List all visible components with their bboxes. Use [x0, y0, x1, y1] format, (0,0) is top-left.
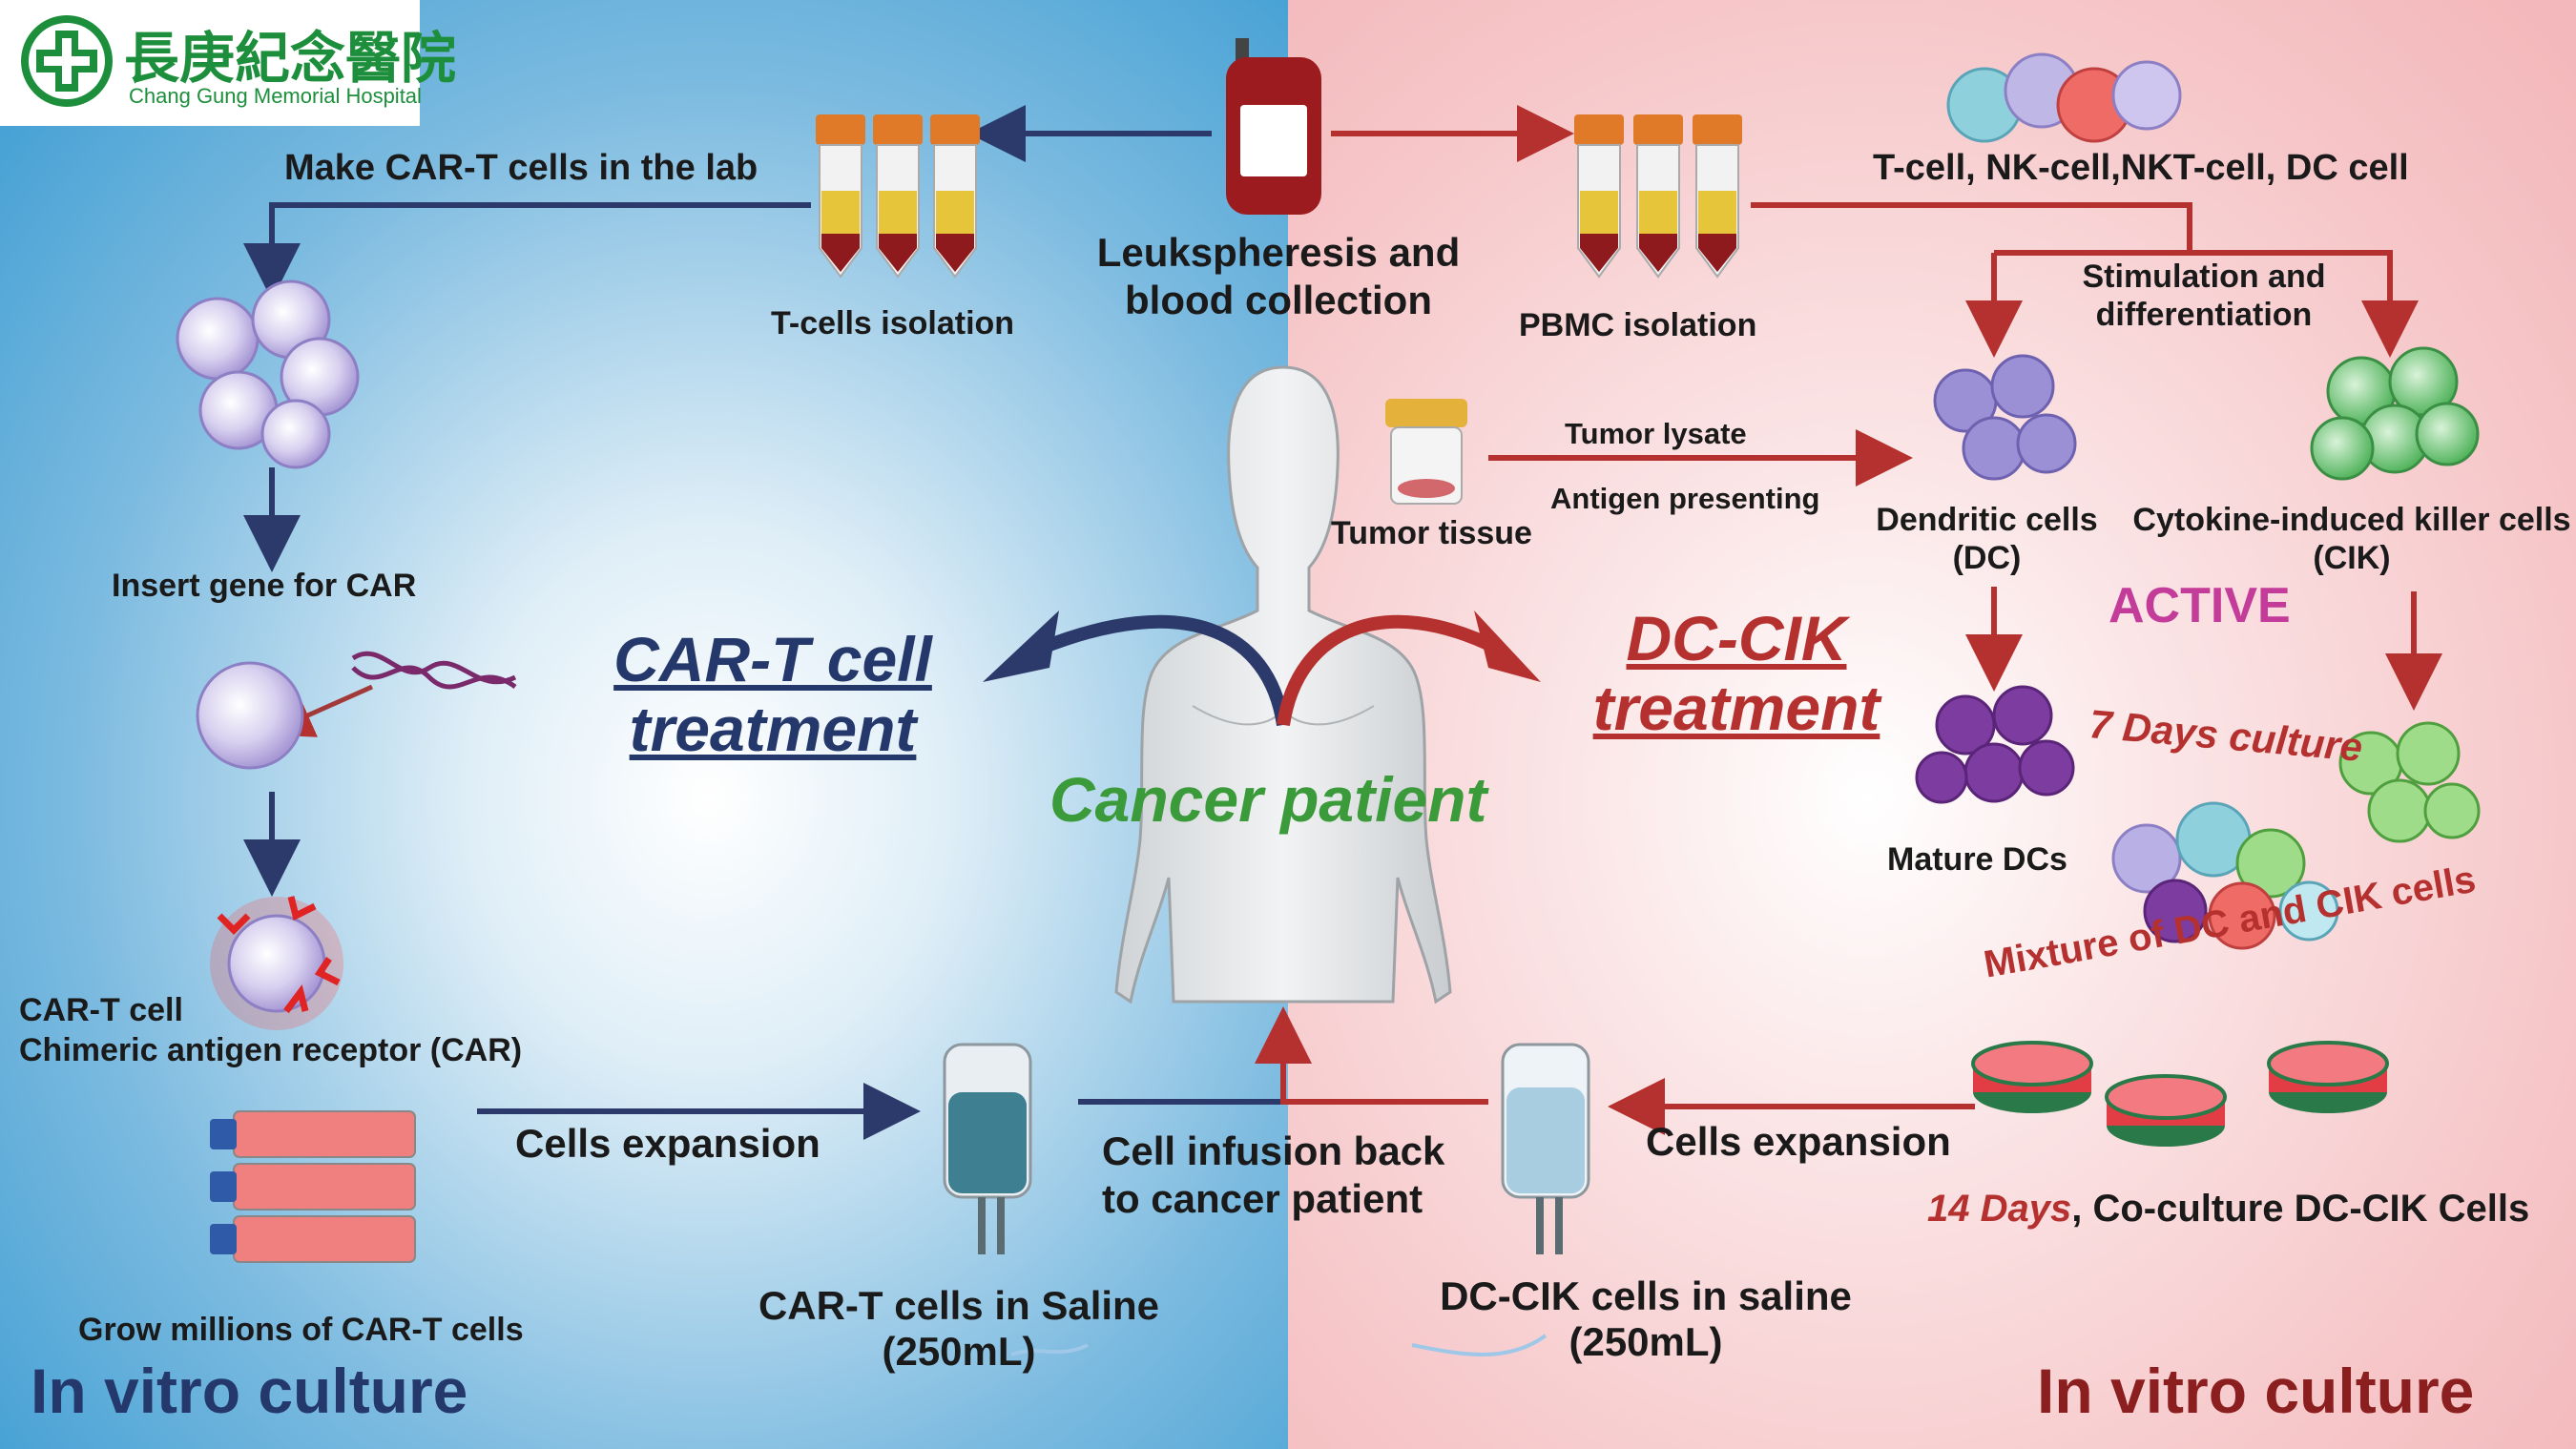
tcell-tubes-icon	[816, 114, 980, 279]
dendritic-cells-icon	[1933, 354, 2077, 481]
leukapheresis-line1: Leukspheresis and	[1096, 230, 1461, 275]
dendritic-cells-line1: Dendritic cells	[1876, 502, 2098, 538]
cart-cell-icon	[210, 896, 343, 1030]
tcell-isolation-label: T-cells isolation	[771, 305, 1015, 342]
right-in-vitro-title: In vitro culture	[2037, 1356, 2475, 1426]
pbmc-tubes-icon	[1574, 114, 1742, 279]
cart-saline-label: CAR-T cells in Saline (250mL)	[744, 1283, 1174, 1375]
left-in-vitro-title: In vitro culture	[31, 1356, 468, 1426]
dccik-saline-label: DC-CIK cells in saline (250mL)	[1422, 1273, 1870, 1365]
right-panel-background	[1288, 0, 2576, 1449]
car-receptor-label: Chimeric antigen receptor (CAR)	[19, 1032, 523, 1068]
cik-cells-line2: (CIK)	[2313, 540, 2391, 576]
logo-english-text: Chang Gung Memorial Hospital	[129, 84, 422, 108]
cart-cells-expansion-label: Cells expansion	[515, 1121, 821, 1166]
hospital-cross-icon	[21, 15, 113, 107]
infusion-line1: Cell infusion back	[1102, 1128, 1445, 1173]
stimulation-line1: Stimulation and	[2082, 259, 2326, 295]
dc-cik-mixture-icon	[2111, 801, 2339, 950]
leukapheresis-label: Leukspheresis and blood collection	[1078, 229, 1479, 324]
dccik-treatment-line1: DC-CIK	[1626, 603, 1847, 673]
tumor-tissue-label: Tumor tissue	[1331, 515, 1532, 551]
dccik-saline-line2: (250mL)	[1568, 1319, 1723, 1364]
cart-saline-line1: CAR-T cells in Saline	[758, 1283, 1160, 1328]
logo-chinese-text: 長庚紀念醫院	[124, 26, 457, 91]
cart-saline-bag-icon	[943, 1043, 1089, 1356]
cart-treatment-line2: treatment	[629, 693, 917, 764]
arrow-to-dccik-treatment	[1277, 614, 1502, 727]
active-label: ACTIVE	[2109, 578, 2291, 633]
antigen-presenting-label: Antigen presenting	[1550, 482, 1820, 515]
dccik-cells-expansion-label: Cells expansion	[1646, 1119, 1951, 1164]
mature-dcs-label: Mature DCs	[1887, 841, 2067, 878]
dendritic-cells-label: Dendritic cells (DC)	[1860, 501, 2113, 577]
activated-cik-cells-icon	[2338, 721, 2481, 843]
cancer-patient-label: Cancer patient	[1049, 764, 1487, 835]
cik-cells-line1: Cytokine-induced killer cells	[2132, 502, 2571, 538]
cart-saline-line2: (250mL)	[882, 1329, 1036, 1374]
infusion-line2: to cancer patient	[1102, 1176, 1423, 1221]
dccik-saline-bag-icon	[1411, 1043, 1590, 1356]
immune-cells-mix-icon	[1946, 52, 2182, 143]
tumor-lysate-label: Tumor lysate	[1565, 417, 1747, 450]
cart-cell-label: CAR-T cell	[19, 992, 183, 1028]
grow-millions-label: Grow millions of CAR-T cells	[78, 1312, 524, 1348]
dccik-treatment-line2: treatment	[1592, 672, 1880, 743]
leukapheresis-line2: blood collection	[1125, 278, 1432, 322]
mature-dcs-icon	[1915, 685, 2075, 804]
insert-gene-label: Insert gene for CAR	[112, 568, 417, 604]
cart-flow-arrows	[243, 105, 1283, 1140]
culture-flasks-icon	[210, 1110, 416, 1263]
cart-treatment-title: CAR-T cell treatment	[572, 625, 973, 763]
coculture-text: , Co-culture DC-CIK Cells	[2071, 1188, 2530, 1230]
tcell-cluster-icon	[176, 279, 360, 469]
culture-dishes-icon	[1971, 1041, 2389, 1147]
hospital-logo: 長庚紀念醫院 Chang Gung Memorial Hospital	[0, 0, 456, 126]
dccik-flow-arrows	[1255, 105, 2442, 1135]
make-cart-label: Make CAR-T cells in the lab	[284, 148, 758, 188]
stimulation-line2: differentiation	[2095, 297, 2313, 333]
pbmc-isolation-label: PBMC isolation	[1519, 307, 1757, 343]
dendritic-cells-line2: (DC)	[1952, 540, 2022, 576]
tcell-with-gene-icon	[196, 651, 517, 770]
dccik-treatment-title: DC-CIK treatment	[1546, 604, 1927, 742]
cik-cells-icon	[2310, 346, 2480, 481]
tumor-tissue-jar-icon	[1385, 399, 1467, 505]
dccik-saline-line1: DC-CIK cells in saline	[1440, 1273, 1852, 1318]
stimulation-label: Stimulation and differentiation	[2032, 258, 2376, 334]
cik-cells-label: Cytokine-induced killer cells (CIK)	[2128, 501, 2576, 577]
fourteen-days-text: 14 Days	[1927, 1188, 2072, 1230]
cell-types-label: T-cell, NK-cell,NKT-cell, DC cell	[1873, 148, 2409, 188]
cart-treatment-line1: CAR-T cell	[613, 624, 932, 694]
arrow-to-cart-treatment	[1037, 614, 1290, 727]
infusion-label: Cell infusion back to cancer patient	[1102, 1128, 1444, 1223]
coculture-label: 14 Days, Co-culture DC-CIK Cells	[1927, 1188, 2529, 1231]
blood-bag-icon	[1226, 38, 1321, 215]
